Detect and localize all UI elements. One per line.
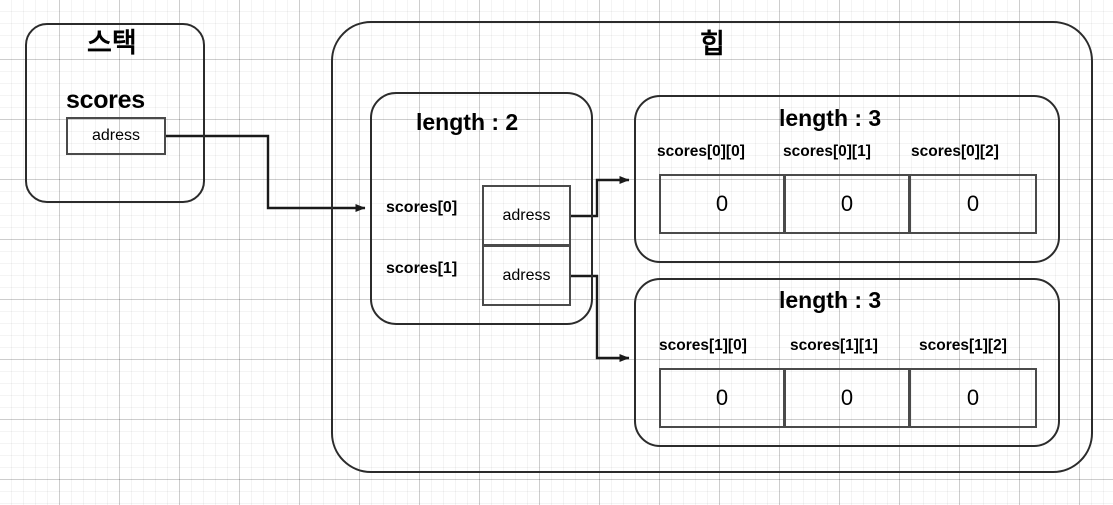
stack-variable-label: scores — [66, 86, 145, 114]
heap-outer-array-length: length : 2 — [416, 109, 519, 135]
heap-inner-array-cell-1-1: 0 — [784, 368, 910, 428]
heap-inner-array-value-1-1: 0 — [840, 385, 854, 410]
heap-inner-array-value-0-1: 0 — [840, 191, 854, 216]
heap-inner-array-length-0: length : 3 — [779, 105, 882, 131]
heap-inner-array-value-0-0: 0 — [715, 191, 729, 216]
heap-outer-array-index-0: scores[0] — [386, 199, 458, 216]
heap-inner-array-cell-1-2: 0 — [909, 368, 1037, 428]
heap-inner-array-cell-0-2: 0 — [909, 174, 1037, 234]
heap-inner-array-cell-0-0: 0 — [659, 174, 785, 234]
stack-title: 스택 — [87, 28, 137, 58]
stack-pointer-value: adress — [91, 127, 141, 144]
heap-outer-array-value-0: adress — [502, 206, 551, 224]
heap-inner-array-value-0-2: 0 — [966, 191, 980, 216]
heap-inner-array-cell-1-0: 0 — [659, 368, 785, 428]
heap-inner-array-header-0-0: scores[0][0] — [657, 143, 745, 160]
heap-outer-array-index-1: scores[1] — [386, 260, 458, 277]
stack-container — [25, 23, 205, 203]
heap-inner-array-header-0-2: scores[0][2] — [911, 143, 999, 160]
heap-inner-array-box-1 — [634, 278, 1060, 447]
heap-inner-array-cell-0-1: 0 — [784, 174, 910, 234]
heap-inner-array-header-1-1: scores[1][1] — [790, 337, 878, 354]
heap-container — [331, 21, 1093, 473]
heap-inner-array-box-0 — [634, 95, 1060, 263]
stack-pointer-cell: adress — [66, 117, 166, 155]
heap-outer-array-cell-1: adress — [482, 245, 571, 306]
heap-outer-array-value-1: adress — [502, 266, 551, 284]
heap-outer-array-cell-0: adress — [482, 185, 571, 246]
heap-inner-array-length-1: length : 3 — [779, 287, 882, 313]
heap-inner-array-header-0-1: scores[0][1] — [783, 143, 871, 160]
heap-inner-array-value-1-0: 0 — [715, 385, 729, 410]
heap-title: 힙 — [700, 29, 725, 59]
heap-outer-array-box — [370, 92, 593, 325]
heap-inner-array-value-1-2: 0 — [966, 385, 980, 410]
heap-inner-array-header-1-0: scores[1][0] — [659, 337, 747, 354]
heap-inner-array-header-1-2: scores[1][2] — [919, 337, 1007, 354]
